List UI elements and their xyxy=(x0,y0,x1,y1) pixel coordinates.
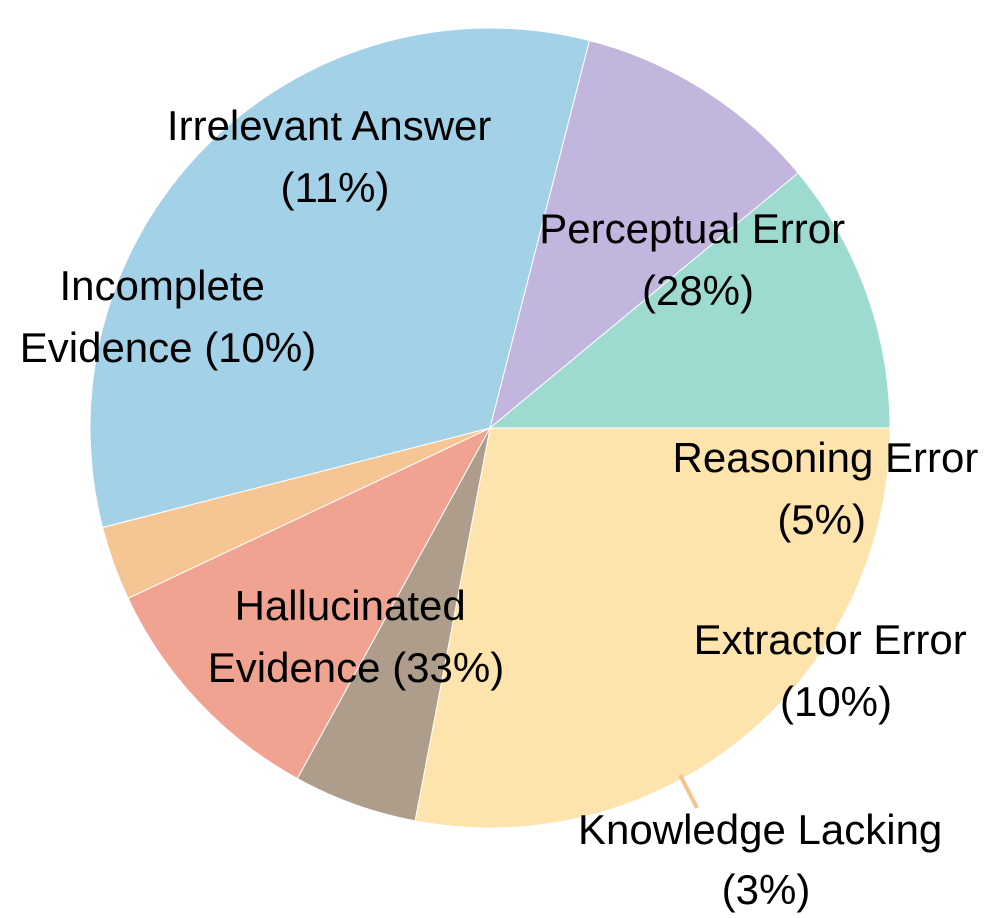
label-reasoning-error-line1: Reasoning Error xyxy=(673,434,979,481)
label-extractor-error: Extractor Error (10%) xyxy=(694,616,979,725)
label-knowledge-lacking-line1: Knowledge Lacking xyxy=(578,806,942,853)
slice-hallucinated-evidence xyxy=(89,27,591,529)
pie-labels: Perceptual Error (28%) Reasoning Error (… xyxy=(20,102,990,913)
label-knowledge-lacking-line2: (3%) xyxy=(722,866,811,913)
label-incomplete-evidence-line2: Evidence (10%) xyxy=(20,324,316,371)
slice-perceptual-error xyxy=(414,427,891,829)
slice-incomplete-evidence xyxy=(489,39,799,430)
slice-extractor-error xyxy=(127,426,492,780)
label-reasoning-error-line2: (5%) xyxy=(777,496,866,543)
label-irrelevant-answer-line2: (11%) xyxy=(281,164,390,211)
label-perceptual-error: Perceptual Error (28%) xyxy=(539,205,856,314)
label-hallucinated-evidence-line1: Hallucinated xyxy=(235,582,466,629)
label-incomplete-evidence: Incomplete Evidence (10%) xyxy=(20,262,316,371)
label-reasoning-error: Reasoning Error (5%) xyxy=(673,434,990,543)
pie-slices xyxy=(89,27,891,829)
label-perceptual-error-line1: Perceptual Error xyxy=(539,205,845,252)
label-extractor-error-line1: Extractor Error xyxy=(694,616,967,663)
label-incomplete-evidence-line1: Incomplete xyxy=(59,262,264,309)
label-hallucinated-evidence-line2: Evidence (33%) xyxy=(208,644,504,691)
label-irrelevant-answer: Irrelevant Answer (11%) xyxy=(167,102,503,211)
label-perceptual-error-line2: (28%) xyxy=(642,267,754,314)
label-hallucinated-evidence: Hallucinated Evidence (33%) xyxy=(208,582,504,691)
slice-irrelevant-answer xyxy=(488,172,891,429)
label-irrelevant-answer-line1: Irrelevant Answer xyxy=(167,102,491,149)
label-knowledge-lacking: Knowledge Lacking (3%) xyxy=(578,806,954,913)
label-extractor-error-line2: (10%) xyxy=(780,678,892,725)
knowledge-lacking-leader-line xyxy=(678,774,699,809)
